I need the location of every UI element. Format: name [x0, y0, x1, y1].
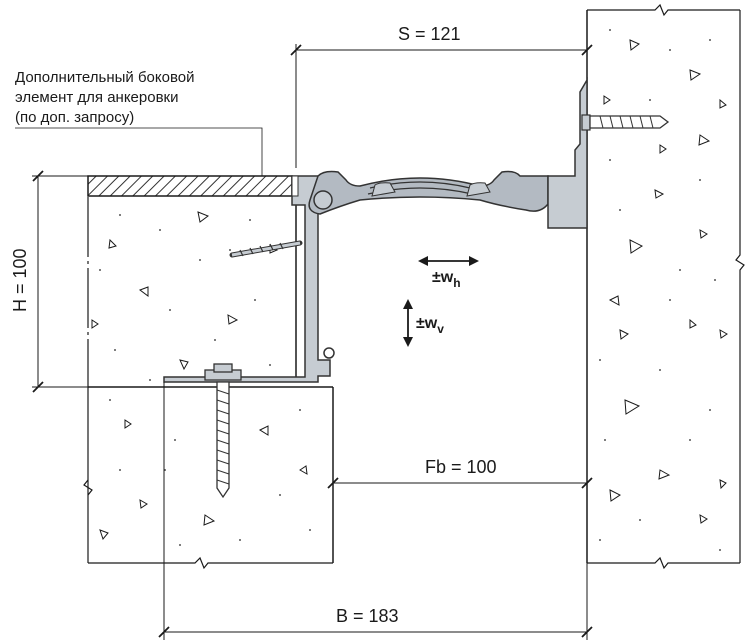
- dimension-s-label: S = 121: [398, 24, 461, 44]
- note-line-2: элемент для анкеровки: [15, 89, 178, 106]
- horizontal-motion-arrow: [418, 256, 479, 266]
- right-profile: [547, 77, 588, 229]
- screw-anchor-right: [581, 114, 670, 131]
- dimension-fb: [327, 477, 593, 489]
- dimension-s: [290, 44, 593, 168]
- note-leader-line: [15, 127, 263, 176]
- concrete-slab-left-upper: [87, 197, 297, 387]
- screw-anchor-bottom: [204, 363, 242, 499]
- concrete-slab-left-lower: [83, 386, 334, 570]
- side-anchoring-element: [87, 175, 293, 197]
- dimension-fb-label: Fb = 100: [425, 457, 497, 477]
- horizontal-motion-label: ±wh: [432, 269, 461, 290]
- dimension-b-label: B = 183: [336, 606, 399, 626]
- vertical-motion-label: ±wv: [416, 315, 444, 336]
- dimension-h-label: H = 100: [10, 248, 30, 312]
- elastomer-gland: [308, 170, 570, 215]
- note-line-3: (по доп. запросу): [15, 109, 134, 126]
- concrete-aggregate: [91, 39, 728, 541]
- concrete-speckles: [99, 29, 721, 551]
- dimension-b: [158, 382, 593, 640]
- vertical-motion-arrow: [403, 299, 413, 347]
- note-line-1: Дополнительный боковой: [15, 69, 194, 86]
- dimension-h: [32, 170, 88, 393]
- anchor-bar-left: [229, 240, 303, 258]
